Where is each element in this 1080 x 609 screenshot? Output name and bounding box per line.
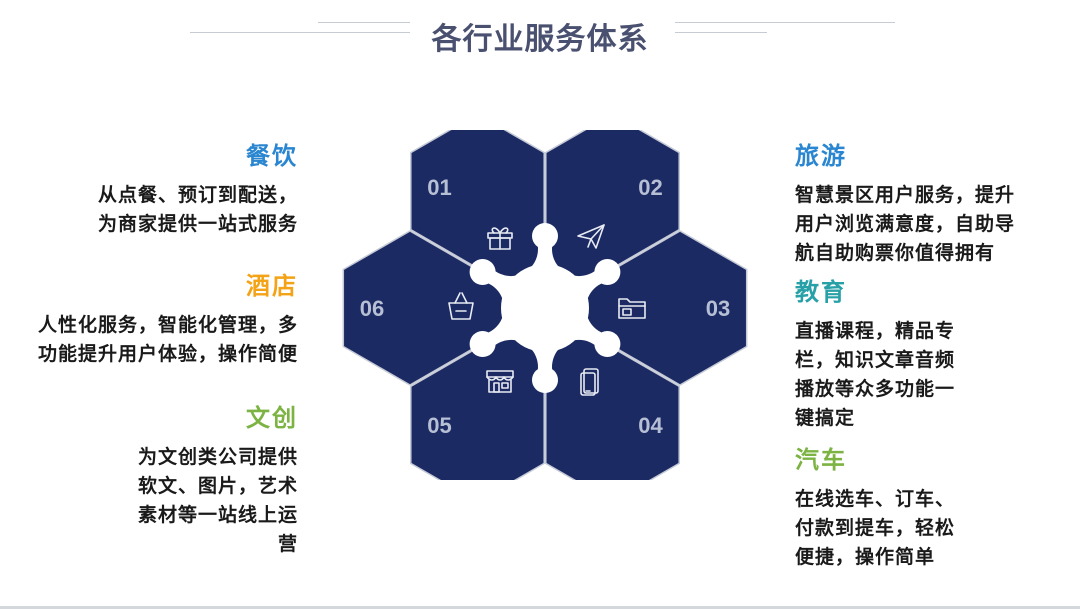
shopping-basket-icon: [448, 292, 474, 320]
industry-heading: 汽车: [795, 446, 847, 474]
petal-connector-01: [484, 222, 538, 277]
industry-description: 直播课程，精品专 栏，知识文章音频 播放等众多功能一 键搞定: [795, 320, 956, 429]
title-rule-right-upper: [675, 22, 895, 23]
title-rule-left-upper: [318, 22, 410, 23]
petal-connector-04: [552, 339, 606, 394]
petal-gap: [469, 331, 496, 357]
petal-number: 03: [706, 296, 730, 321]
industry-description: 从点餐、预订到配送， 为商家提供一站式服务: [97, 184, 298, 235]
title-bar: 各行业服务体系: [0, 0, 1080, 70]
industry-hotel: 酒店 人性化服务，智能化管理，多 功能提升用户体验，操作简便: [38, 271, 298, 369]
petal-gap: [532, 223, 558, 249]
center-hub: [501, 264, 589, 352]
petal-connector-05: [484, 339, 538, 394]
petal-number: 01: [427, 175, 451, 200]
industry-automotive: 汽车 在线选车、订车、 付款到提车，轻松 便捷，操作简单: [795, 445, 955, 572]
industry-heading: 酒店: [246, 272, 298, 300]
industry-description: 在线选车、订车、 付款到提车，轻松 便捷，操作简单: [795, 488, 956, 568]
petal-connector-03: [586, 281, 640, 335]
folder-icon: [618, 298, 646, 319]
industry-description: 人性化服务，智能化管理，多 功能提升用户体验，操作简便: [37, 314, 298, 365]
petal-number: 06: [360, 296, 384, 321]
mobile-icon: [580, 368, 599, 396]
industry-description: 智慧景区用户服务，提升 用户浏览满意度，自助导 航自助购票你值得拥有: [795, 184, 1016, 264]
footer-rule: [0, 606, 1080, 609]
petal-number: 04: [638, 413, 663, 438]
petal-gap: [532, 367, 558, 393]
industry-catering: 餐饮 从点餐、预订到配送， 为商家提供一站式服务: [98, 141, 298, 239]
industry-tourism: 旅游 智慧景区用户服务，提升 用户浏览满意度，自助导 航自助购票你值得拥有: [795, 141, 1015, 268]
paper-plane-icon: [577, 224, 605, 249]
petal-gap: [469, 259, 496, 285]
industry-description: 为文创类公司提供 软文、图片，艺术 素材等一站线上运 营: [137, 446, 298, 555]
title-rule-right-lower: [675, 32, 767, 33]
industry-culture: 文创 为文创类公司提供 软文、图片，艺术 素材等一站线上运 营: [138, 403, 298, 559]
hexagon-flower-diagram: 01 02 03 04 05 06: [342, 130, 748, 480]
petal-number: 05: [427, 413, 451, 438]
petal-gap: [594, 259, 621, 285]
page-title: 各行业服务体系: [431, 22, 649, 57]
industry-heading: 文创: [246, 404, 298, 432]
petal-connector-06: [450, 281, 504, 335]
industry-heading: 教育: [795, 278, 847, 306]
industry-heading: 餐饮: [246, 142, 298, 170]
gift-icon: [487, 227, 513, 250]
industry-education: 教育 直播课程，精品专 栏，知识文章音频 播放等众多功能一 键搞定: [795, 277, 955, 433]
storefront-icon: [486, 370, 514, 393]
petal-number: 02: [638, 175, 662, 200]
petal-gap: [594, 331, 621, 357]
industry-heading: 旅游: [795, 142, 847, 170]
title-rule-left-lower: [190, 32, 410, 33]
petal-connector-02: [552, 222, 606, 277]
